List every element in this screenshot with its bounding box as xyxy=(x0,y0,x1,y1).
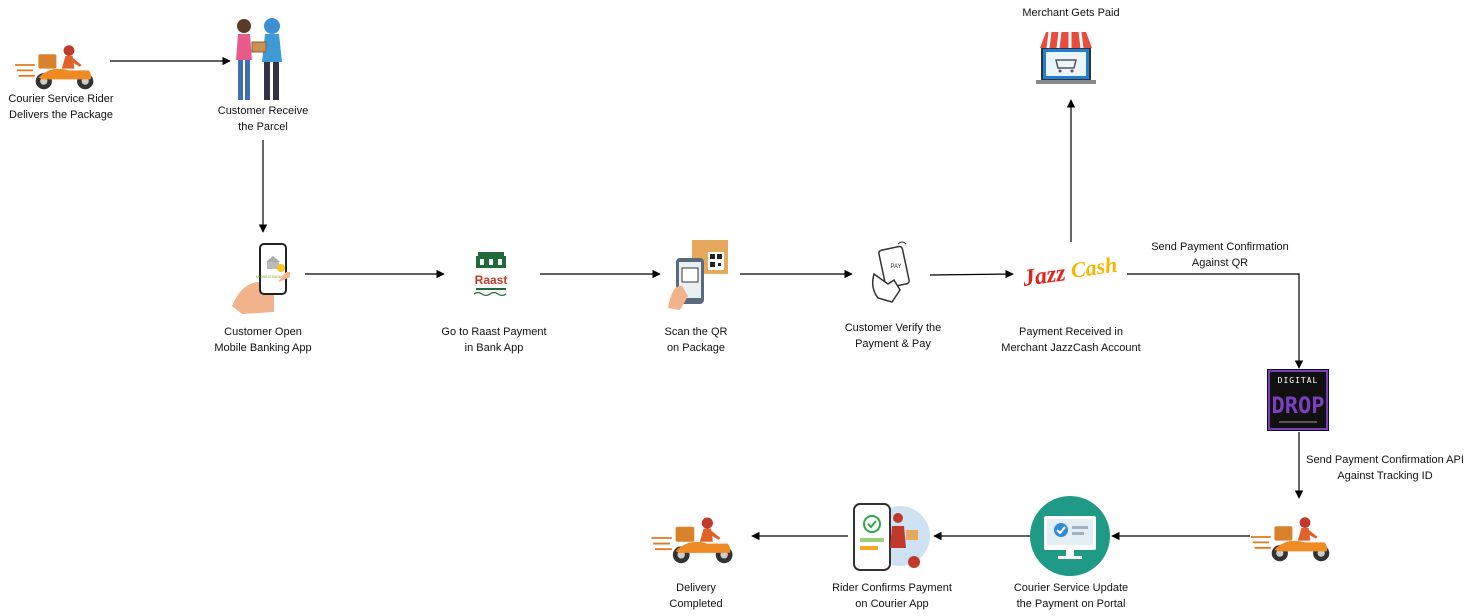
edge-label-line: Send Payment Confirmation xyxy=(1151,241,1289,253)
edge-label-drop-to-rider: Send Payment Confirmation API Against Tr… xyxy=(1300,452,1470,484)
label-line: Go to Raast Payment xyxy=(441,326,547,338)
jazzcash-logo: Jazz Cash xyxy=(1020,252,1119,292)
label-scan-qr: Scan the QR on Package xyxy=(601,324,791,356)
label-line: Merchant Gets Paid xyxy=(1022,7,1120,19)
label-jazzcash-received: Payment Received in Merchant JazzCash Ac… xyxy=(976,324,1166,356)
hand-pay-icon-text: PAY xyxy=(890,264,901,270)
monitor-check-icon xyxy=(1030,496,1110,576)
digital-drop-logo-text-1: DIGITAL xyxy=(1278,376,1319,385)
hand-pay-icon: PAY xyxy=(871,241,910,303)
qr-scan-icon xyxy=(668,240,728,310)
label-delivery-completed: Delivery Completed xyxy=(601,580,791,612)
arrows xyxy=(110,56,1304,541)
label-line: Customer Receive xyxy=(217,105,309,117)
label-line: Payment Received in xyxy=(1019,326,1123,338)
label-line: Payment & Pay xyxy=(855,338,931,350)
label-line: Customer Open xyxy=(224,326,302,338)
label-verify-pay: Customer Verify the Payment & Pay xyxy=(798,320,988,352)
label-line: Completed xyxy=(669,598,723,610)
label-line: Merchant JazzCash Account xyxy=(1001,342,1141,354)
label-rider-confirms: Rider Confirms Payment on Courier App xyxy=(797,580,987,612)
mobile-banking-icon: MOBILE BANKING xyxy=(232,243,291,314)
parcel-handover-icon xyxy=(236,18,282,100)
arrow-verify-to-jazzcash xyxy=(929,269,1014,279)
edge-label-line: Against QR xyxy=(1191,257,1249,269)
label-line: Delivers the Package xyxy=(9,109,113,121)
courier-rider-icon xyxy=(1250,516,1331,563)
jazzcash-logo-text-cash: Cash xyxy=(1069,252,1119,283)
raast-logo-text: Raast xyxy=(475,273,508,287)
label-line: on Package xyxy=(666,342,726,354)
edge-label-jazz-to-drop: Send Payment Confirmation Against QR xyxy=(1140,239,1300,271)
label-merchant-paid: Merchant Gets Paid xyxy=(976,5,1166,21)
edge-label-line: Send Payment Confirmation API xyxy=(1306,454,1464,466)
label-line: Courier Service Rider xyxy=(8,93,114,105)
label-raast-payment: Go to Raast Payment in Bank App xyxy=(399,324,589,356)
raast-logo: Raast xyxy=(473,252,508,297)
label-customer-receive: Customer Receive the Parcel xyxy=(168,103,358,135)
edge-label-line: Against Tracking ID xyxy=(1337,470,1433,482)
label-line: Customer Verify the xyxy=(844,322,942,334)
digital-drop-logo: DIGITAL DROP xyxy=(1267,369,1329,431)
label-line: Mobile Banking App xyxy=(214,342,312,354)
label-line: Rider Confirms Payment xyxy=(832,582,952,594)
courier-rider-icon xyxy=(15,44,95,91)
label-line: Delivery xyxy=(676,582,716,594)
label-line: Scan the QR xyxy=(664,326,728,338)
jazzcash-logo-text-jazz: Jazz xyxy=(1020,260,1068,292)
courier-rider-icon xyxy=(650,516,734,565)
label-line: in Bank App xyxy=(464,342,524,354)
rider-app-confirm-icon xyxy=(853,503,930,571)
label-line: the Parcel xyxy=(238,121,288,133)
label-line: Courier Service Update xyxy=(1013,582,1129,594)
label-portal-update: Courier Service Update the Payment on Po… xyxy=(976,580,1166,612)
mobile-banking-icon-text: MOBILE BANKING xyxy=(256,274,290,279)
label-open-banking-app: Customer Open Mobile Banking App xyxy=(168,324,358,356)
label-line: on Courier App xyxy=(855,598,929,610)
digital-drop-logo-text-2: DROP xyxy=(1272,394,1325,419)
online-store-icon xyxy=(1036,31,1096,84)
label-line: the Payment on Portal xyxy=(1016,598,1126,610)
label-courier-rider: Courier Service Rider Delivers the Packa… xyxy=(0,91,156,123)
arrow-jazzcash-to-digitaldrop xyxy=(1127,273,1304,369)
